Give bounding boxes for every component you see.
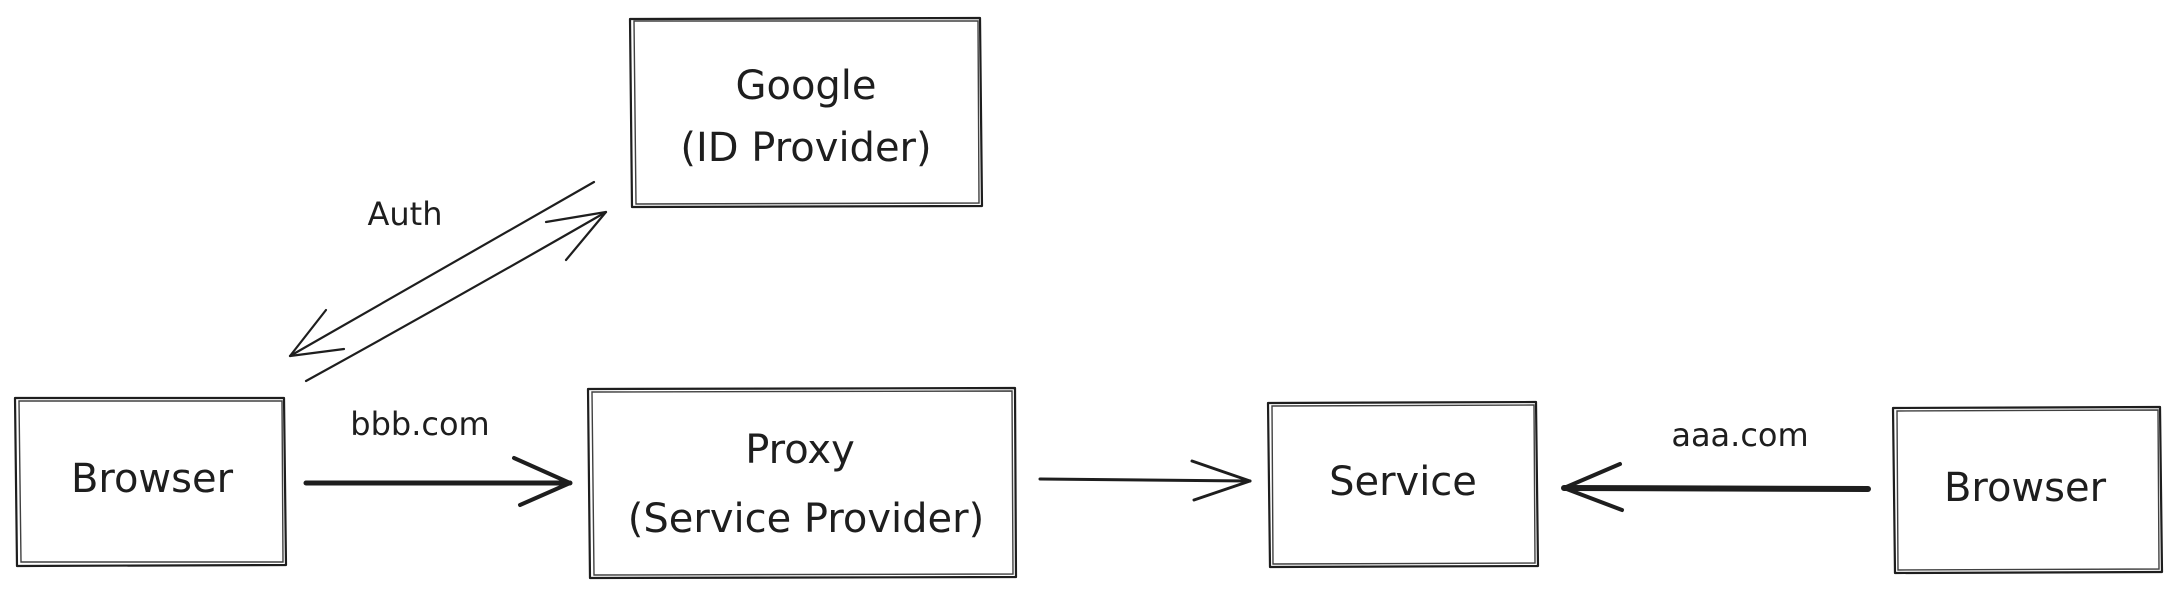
aaa-arrowhead bbox=[1562, 462, 1624, 512]
node-google-id-provider[interactable]: Google (ID Provider) bbox=[628, 16, 984, 209]
service-label: Service bbox=[1329, 459, 1477, 505]
browser-right-label: Browser bbox=[1944, 465, 2107, 511]
google-subtitle: (ID Provider) bbox=[680, 125, 931, 171]
bbb-arrowhead bbox=[512, 456, 572, 507]
edge-proxy-to-service bbox=[1038, 459, 1252, 502]
node-service[interactable]: Service bbox=[1266, 400, 1540, 569]
proxy-title: Proxy bbox=[745, 427, 855, 473]
auth-request-arrowhead bbox=[544, 210, 608, 262]
auth-return-arrow bbox=[288, 180, 596, 358]
node-proxy-service-provider[interactable]: Proxy (Service Provider) bbox=[586, 386, 1018, 580]
node-browser-right[interactable]: Browser bbox=[1891, 405, 2164, 575]
aaa-label: aaa.com bbox=[1671, 416, 1808, 454]
node-browser-left[interactable]: Browser bbox=[13, 396, 288, 568]
edge-aaa-com: aaa.com bbox=[1561, 416, 1871, 512]
edge-bbb-com: bbb.com bbox=[303, 405, 573, 507]
edge-auth: Auth bbox=[288, 180, 608, 383]
aaa-arrow bbox=[1561, 485, 1871, 492]
browser-left-label: Browser bbox=[71, 456, 234, 502]
auth-return-arrowhead bbox=[288, 308, 346, 358]
auth-label: Auth bbox=[368, 195, 443, 233]
proxy-service-arrow bbox=[1038, 477, 1252, 483]
proxy-service-arrowhead bbox=[1190, 459, 1252, 502]
auth-request-arrow bbox=[304, 210, 608, 383]
bbb-label: bbb.com bbox=[350, 405, 489, 443]
google-title: Google bbox=[735, 63, 876, 109]
proxy-subtitle: (Service Provider) bbox=[628, 496, 984, 542]
